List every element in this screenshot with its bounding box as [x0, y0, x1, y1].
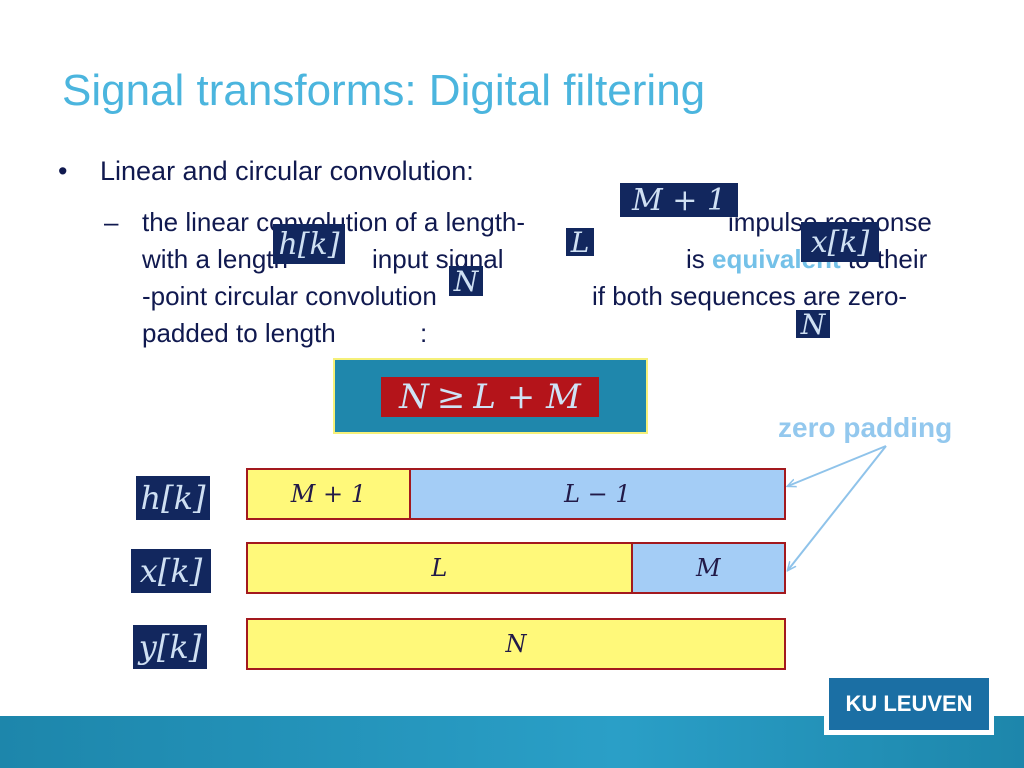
x-sequence-bar: L M	[246, 542, 786, 594]
sub-line-2a: with a length-	[142, 244, 297, 274]
bullet-item: • Linear and circular convolution:	[58, 156, 474, 187]
zero-padding-label: zero padding	[778, 412, 953, 443]
math-m-plus-1: M + 1	[620, 183, 738, 218]
math-l: L	[566, 226, 594, 259]
equation-rhs: L + M	[473, 377, 581, 417]
sub-line-4a: padded to length	[142, 318, 336, 348]
x-segment-m: M	[630, 544, 784, 592]
y-segment-n: N	[248, 620, 784, 668]
h-segment-l-minus-1: L − 1	[408, 470, 784, 518]
equation: N≥L + M	[381, 377, 599, 417]
equation-op: ≥	[436, 377, 466, 417]
bullet-text: Linear and circular convolution:	[100, 156, 474, 186]
sub-line-3b: if both sequences are zero-	[592, 281, 908, 311]
arrow-to-h-padding	[788, 445, 887, 486]
y-sequence-bar: N	[246, 618, 786, 670]
math-n-1: N	[449, 265, 483, 298]
math-n-2: N	[796, 308, 830, 341]
h-sequence-bar: M + 1 L − 1	[246, 468, 786, 520]
logo-text: KU LEUVEN	[829, 678, 989, 730]
slide-title: Signal transforms: Digital filtering	[62, 66, 706, 115]
x-segment-l: L	[248, 544, 631, 592]
word-is: is	[686, 244, 705, 274]
ku-leuven-logo: KU LEUVEN	[824, 673, 994, 735]
sub-line-2b: input signal	[372, 244, 504, 274]
bullet-marker: •	[58, 156, 68, 186]
math-x-k: x[k]	[801, 222, 879, 262]
label-y-k: y[k]	[133, 625, 207, 669]
equation-box: N≥L + M	[333, 358, 648, 434]
label-h-k: h[k]	[136, 476, 210, 520]
math-h-k: h[k]	[273, 224, 345, 264]
sub-line-3a: -point circular convolution	[142, 281, 437, 311]
sub-line-4b: :	[420, 318, 428, 348]
h-segment-m-plus-1: M + 1	[248, 470, 409, 518]
arrow-to-x-padding	[788, 445, 887, 570]
label-x-k: x[k]	[131, 549, 211, 593]
equation-lhs: N	[399, 377, 429, 417]
sub-bullet-dash: –	[104, 207, 119, 237]
